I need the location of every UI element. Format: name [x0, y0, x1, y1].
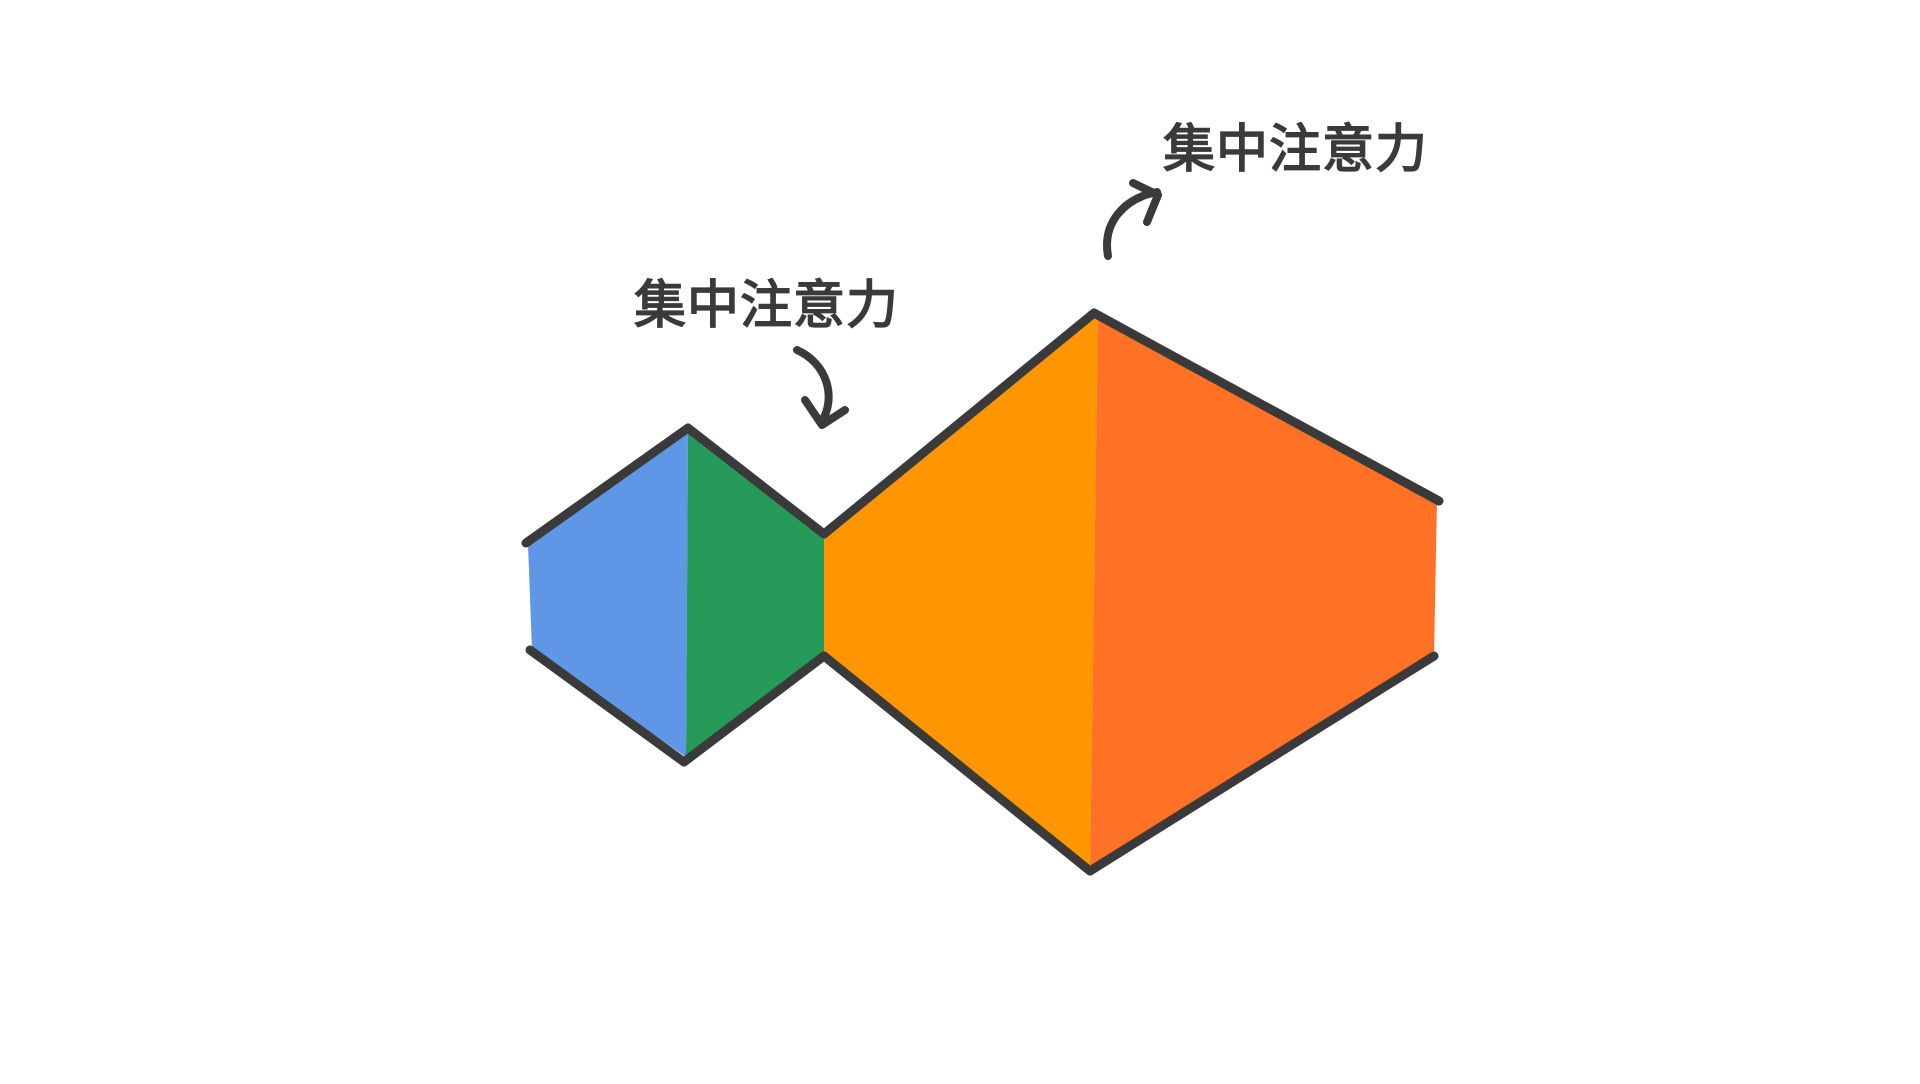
orange-region	[824, 313, 1098, 870]
focus-label-right: 集中注意力	[1163, 120, 1429, 180]
blue-region	[528, 430, 688, 757]
curved-arrow-down-icon	[793, 346, 849, 429]
focus-label-left: 集中注意力	[634, 276, 900, 336]
top-outline	[521, 308, 1444, 548]
bottom-outline	[525, 645, 1439, 876]
curved-arrow-up-icon	[1103, 179, 1162, 260]
orange-red-region	[1090, 313, 1437, 870]
